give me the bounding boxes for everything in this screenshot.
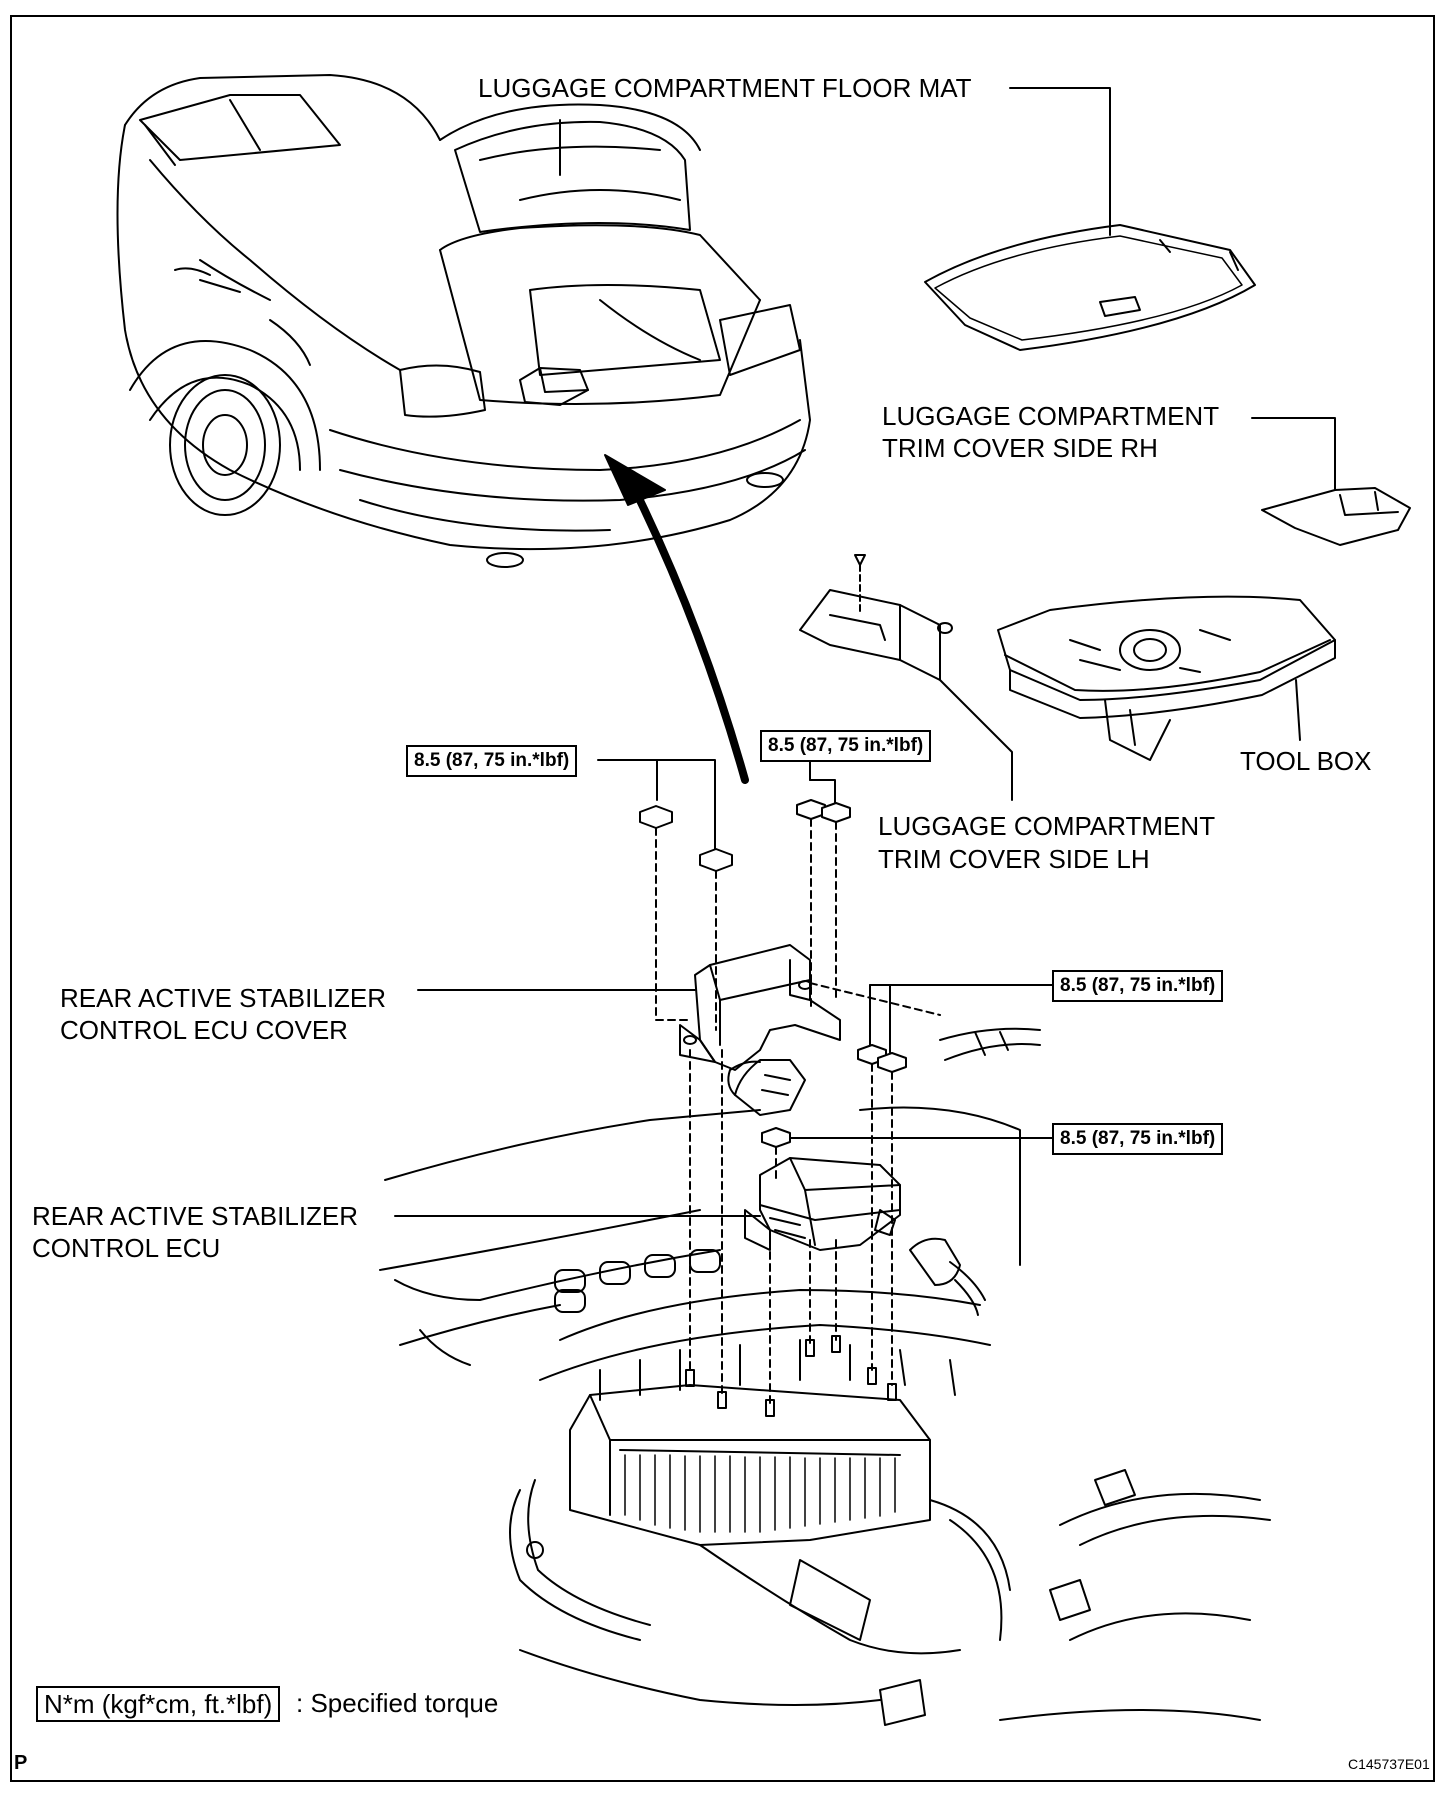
trim-rh-label-line1: LUGGAGE COMPARTMENT xyxy=(882,401,1220,431)
trim-lh-label-line2: TRIM COVER SIDE LH xyxy=(878,844,1150,874)
ecu-cover-label-line2: CONTROL ECU COVER xyxy=(60,1015,348,1045)
torque-spec-right-lower: 8.5 (87, 75 in.*lbf) xyxy=(1052,1123,1224,1155)
ecu-label-line1: REAR ACTIVE STABILIZER xyxy=(32,1201,359,1231)
torque-spec-left: 8.5 (87, 75 in.*lbf) xyxy=(406,745,578,777)
location-arrow xyxy=(604,454,749,784)
torque-spec-right-upper: 8.5 (87, 75 in.*lbf) xyxy=(1052,970,1224,1002)
tool-box-label: TOOL BOX xyxy=(1240,746,1372,776)
trim-cover-rh-part xyxy=(1261,487,1411,546)
trim-lh-label-line1: LUGGAGE COMPARTMENT xyxy=(878,811,1216,841)
ecu-part xyxy=(744,1157,986,1316)
floor-mat-leader xyxy=(1009,87,1111,236)
torque-unit-legend-box: N*m (kgf*cm, ft.*lbf) xyxy=(36,1686,281,1722)
ecu-cover-label-line1: REAR ACTIVE STABILIZER xyxy=(60,983,387,1013)
trim-rh-leader xyxy=(1251,417,1336,491)
floor-mat-label: LUGGAGE COMPARTMENT FLOOR MAT xyxy=(478,73,972,103)
ecu-cover-part xyxy=(679,944,1041,1116)
tool-box-part xyxy=(997,595,1336,761)
corner-mark: P xyxy=(14,1752,28,1774)
nuts-and-leaders xyxy=(597,759,1053,1406)
floor-mat-part xyxy=(924,224,1256,351)
torque-unit-legend-text: : Specified torque xyxy=(296,1688,499,1718)
torque-spec-center: 8.5 (87, 75 in.*lbf) xyxy=(760,730,932,762)
trim-lh-leader xyxy=(939,679,1013,801)
tool-box-leader xyxy=(1295,679,1301,741)
diagram-frame xyxy=(10,15,1435,1782)
ecu-label-line2: CONTROL ECU xyxy=(32,1233,221,1263)
figure-code: C145737E01 xyxy=(1348,1756,1430,1772)
trim-rh-label-line2: TRIM COVER SIDE RH xyxy=(882,433,1158,463)
vehicle-rear-illustration xyxy=(116,74,811,568)
body-floor-structure xyxy=(379,1106,1271,1726)
trim-cover-lh-part xyxy=(799,554,953,681)
